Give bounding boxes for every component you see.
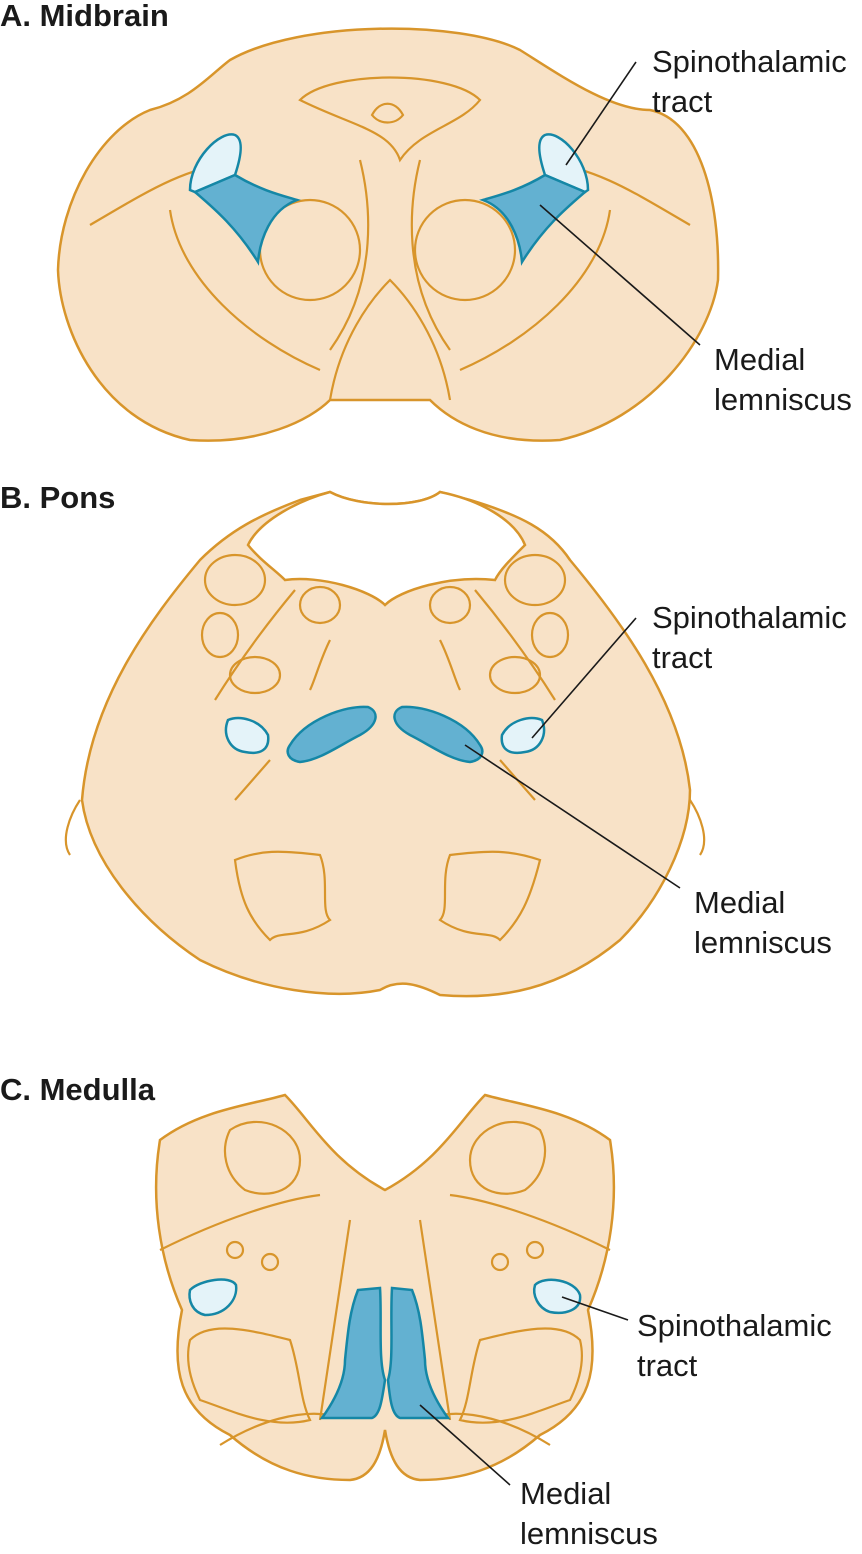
panel-title-medulla: C. Medulla bbox=[0, 1072, 156, 1107]
medulla-section bbox=[154, 1093, 629, 1486]
panel-title-midbrain: A. Midbrain bbox=[0, 0, 169, 33]
pons-section bbox=[64, 490, 706, 998]
panel-title-pons: B. Pons bbox=[0, 480, 116, 515]
midbrain-section bbox=[56, 27, 720, 442]
